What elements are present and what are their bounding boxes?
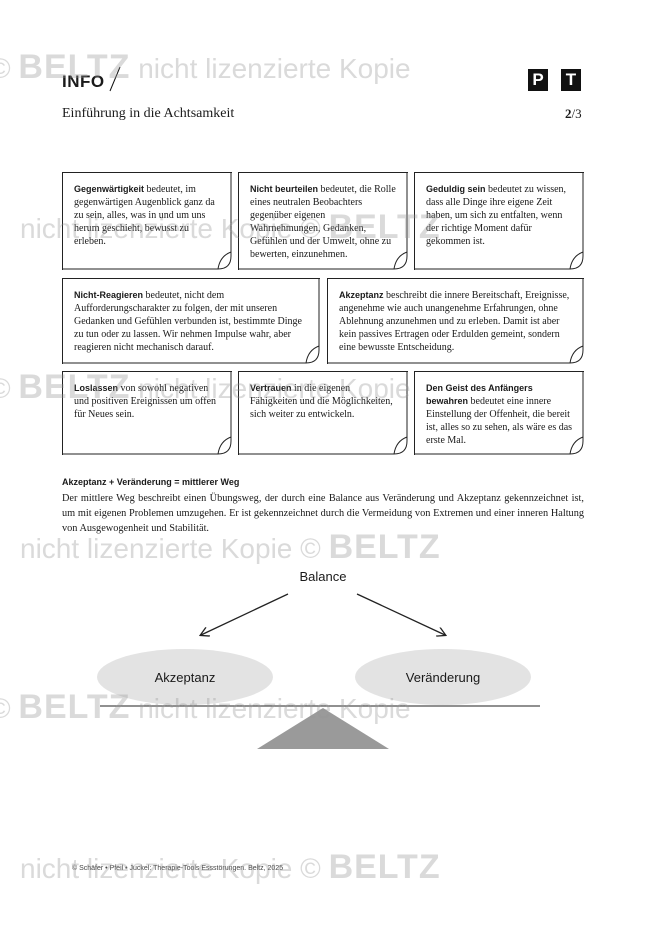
- card-geduldig-sein: Geduldig sein bedeutet zu wissen, dass a…: [414, 172, 584, 270]
- logo-p: P: [528, 69, 548, 91]
- watermark-copyright: ©: [0, 373, 11, 404]
- card-text: bedeutet, im gegenwärtigen Augenblick ga…: [74, 184, 215, 247]
- card-text: bedeutet, die Rolle eines neutralen Beob…: [250, 184, 396, 260]
- card-nicht-reagieren: Nicht-Reagieren bedeutet, nicht dem Auff…: [62, 278, 320, 364]
- card-frame: [62, 172, 232, 270]
- card-term: Vertrauen: [250, 383, 292, 393]
- card-frame: [238, 371, 408, 455]
- section-label-info: INFO: [62, 72, 105, 91]
- page-number: 2/3: [565, 106, 582, 122]
- slash-divider: [109, 66, 121, 92]
- watermark-copyright: ©: [0, 53, 11, 84]
- diagram-title: Balance: [300, 569, 347, 584]
- logo-t: T: [561, 69, 581, 91]
- card-frame: [62, 278, 320, 364]
- card-loslassen: Loslassen von sowohl negativen und posit…: [62, 371, 232, 455]
- arrow-right: [356, 593, 445, 635]
- card-term: Gegenwärtigkeit: [74, 184, 145, 194]
- card-frame: [414, 172, 584, 270]
- card-term: Loslassen: [74, 383, 119, 393]
- card-text: bedeutet eine innere Einstellung der Off…: [426, 396, 573, 446]
- card-term: Akzeptanz: [339, 290, 384, 300]
- card-nicht-beurteilen: Nicht beurteilen bedeutet, die Rolle ein…: [238, 172, 408, 270]
- card-term: Nicht-Reagieren: [74, 290, 144, 300]
- card-term: Nicht beurteilen: [250, 184, 319, 194]
- label-veraenderung: Veränderung: [406, 670, 480, 685]
- card-anfaengergeist: Den Geist des Anfängers bewahren bedeute…: [414, 371, 584, 455]
- card-text: von sowohl negativen und positiven Ereig…: [74, 383, 217, 420]
- card-term: Geduldig sein: [426, 184, 486, 194]
- page-title: Einführung in die Achtsamkeit: [62, 106, 235, 121]
- ellipse-left: [97, 649, 273, 705]
- watermark-copyright: ©: [300, 853, 321, 884]
- card-term: Den Geist des Anfängers bewahren: [426, 383, 533, 406]
- page-current: 2: [565, 106, 572, 121]
- card-frame: [238, 172, 408, 270]
- ellipse-right: [355, 649, 531, 705]
- card-vertrauen: Vertrauen in die eigenen Fähigkeiten und…: [238, 371, 408, 455]
- card-frame: [327, 278, 584, 364]
- label-akzeptanz: Akzeptanz: [155, 670, 216, 685]
- footer-copyright: © Schäfer • Pfeil • Juckel: Therapie-Too…: [72, 865, 284, 872]
- card-text: bedeutet zu wissen, dass alle Dinge ihre…: [426, 184, 567, 247]
- card-frame: [414, 371, 584, 455]
- card-akzeptanz: Akzeptanz beschreibt die innere Bereitsc…: [327, 278, 584, 364]
- section-heading: Akzeptanz + Veränderung = mittlerer Weg: [62, 477, 240, 487]
- balance-diagram: Balance Akzeptanz Veränderung: [97, 569, 540, 749]
- card-text: beschreibt die innere Bereitschaft, Erei…: [339, 290, 570, 353]
- card-gegenwaertigkeit: Gegenwärtigkeit bedeutet, im gegenwärtig…: [62, 172, 232, 270]
- card-text: bedeutet, nicht dem Aufforderungscharakt…: [74, 290, 302, 353]
- page-total: /3: [571, 106, 582, 121]
- card-text: in die eigenen Fähigkeiten und die Mögli…: [250, 383, 393, 420]
- fulcrum: [257, 708, 389, 749]
- arrow-left: [201, 593, 289, 635]
- watermark-text: nicht lizenzierte Kopie: [138, 53, 411, 84]
- watermark-brand: BELTZ: [328, 848, 441, 886]
- card-frame: [62, 371, 232, 455]
- section-body: Der mittlere Weg beschreibt einen Übungs…: [62, 493, 584, 534]
